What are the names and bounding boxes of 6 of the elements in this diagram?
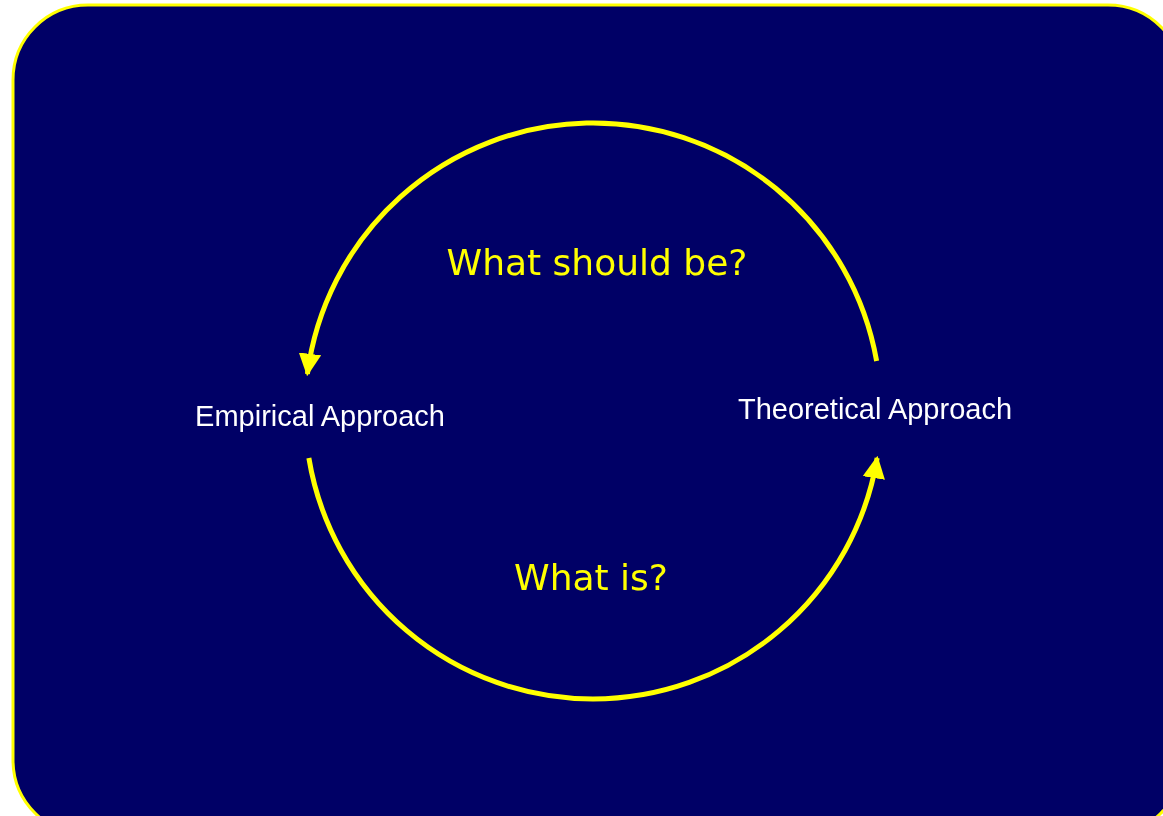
node-label: Theoretical Approach <box>737 393 1013 426</box>
node-label: Empirical Approach <box>195 399 445 433</box>
edge-label: What should be? <box>446 241 748 283</box>
edge-label: What is? <box>514 556 668 598</box>
curved-arrow <box>300 120 880 377</box>
curved-arrow <box>306 455 884 702</box>
